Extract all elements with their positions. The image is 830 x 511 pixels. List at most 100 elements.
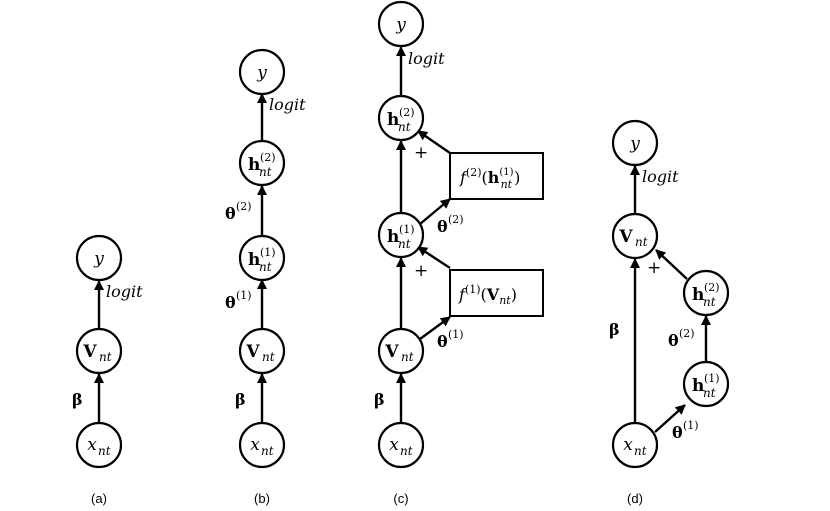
- node-y: y: [611, 119, 659, 167]
- diagram-b: y h (2) nt h (1) nt V nt x nt logit θ (2…: [225, 48, 306, 506]
- node-h1: h (1) nt: [238, 234, 286, 282]
- beta-label: β: [72, 390, 83, 409]
- theta2-label: θ (2): [437, 213, 464, 236]
- v-subscript: nt: [262, 350, 275, 364]
- diagram-c: y h (2) nt h (1) nt V nt x nt f(2)(h(1): [374, 0, 544, 506]
- node-x: x nt: [75, 421, 123, 469]
- svg-text:(1): (1): [683, 419, 699, 432]
- svg-text:(1): (1): [236, 289, 252, 302]
- h-label: h: [248, 250, 260, 270]
- h-superscript: (1): [704, 372, 720, 385]
- logit-label: logit: [106, 282, 143, 301]
- y-label: y: [93, 249, 104, 269]
- svg-text:f(2)(h(1)nt): f(2)(h(1)nt): [459, 166, 520, 191]
- svg-text:(1): (1): [448, 328, 464, 341]
- node-x: x nt: [611, 421, 659, 469]
- theta2-label: θ (2): [668, 327, 695, 350]
- beta-label: β: [235, 390, 246, 409]
- h-label: h: [387, 227, 399, 247]
- x-label: x: [389, 435, 399, 455]
- v-label: V: [245, 342, 260, 362]
- h-subscript: nt: [259, 260, 272, 274]
- node-h1: h (1) nt: [377, 211, 425, 259]
- f1-box: f(1)(Vnt): [449, 269, 544, 317]
- y-label: y: [256, 63, 267, 83]
- v-subscript: nt: [401, 350, 414, 364]
- svg-text:θ: θ: [437, 332, 448, 351]
- theta1-label: θ (1): [225, 289, 252, 312]
- svg-text:θ: θ: [672, 423, 683, 442]
- x-subscript: nt: [98, 444, 111, 458]
- x-label: x: [250, 435, 260, 455]
- h-superscript: (2): [704, 281, 720, 294]
- y-label: y: [629, 134, 640, 154]
- h-superscript: (1): [399, 223, 415, 236]
- h-subscript: nt: [398, 237, 411, 251]
- edge-v-to-f1: [419, 316, 451, 340]
- h-subscript: nt: [398, 120, 411, 134]
- diagram-d: y V nt h (2) nt h (1) nt x nt logit + β …: [609, 119, 730, 506]
- node-v: V nt: [611, 212, 659, 260]
- theta1-label: θ (1): [437, 328, 464, 351]
- beta-label: β: [374, 390, 385, 409]
- node-v: V nt: [377, 327, 425, 375]
- edge-f2-to-h2: [417, 130, 451, 154]
- edge-f1-to-h1: [417, 245, 451, 270]
- svg-text:(2): (2): [236, 200, 252, 213]
- v-subscript: nt: [635, 235, 648, 249]
- v-label: V: [618, 227, 633, 247]
- x-label: x: [87, 435, 97, 455]
- x-subscript: nt: [400, 444, 413, 458]
- v-subscript: nt: [99, 350, 112, 364]
- svg-text:θ: θ: [437, 217, 448, 236]
- edge-h2-to-v: [655, 249, 688, 280]
- h-subscript: nt: [703, 386, 716, 400]
- y-label: y: [395, 15, 406, 35]
- edge-x-to-h1: [654, 404, 686, 433]
- h-subscript: nt: [703, 295, 716, 309]
- plus-sign: +: [414, 143, 428, 163]
- caption-d: (d): [627, 491, 643, 506]
- node-y: y: [377, 0, 425, 48]
- svg-text:θ: θ: [668, 331, 679, 350]
- plus-sign: +: [414, 261, 428, 281]
- h-label: h: [387, 110, 399, 130]
- x-subscript: nt: [261, 444, 274, 458]
- x-subscript: nt: [634, 444, 647, 458]
- logit-label: logit: [408, 49, 445, 68]
- node-v: V nt: [238, 327, 286, 375]
- svg-text:(2): (2): [448, 213, 464, 226]
- h-subscript: nt: [259, 165, 272, 179]
- theta2-label: θ (2): [225, 200, 252, 223]
- h-superscript: (1): [260, 246, 276, 259]
- plus-sign: +: [647, 258, 661, 278]
- node-y: y: [238, 48, 286, 96]
- theta1-label: θ (1): [672, 419, 699, 442]
- f2-box: f(2)(h(1)nt): [449, 152, 544, 200]
- x-label: x: [623, 435, 633, 455]
- v-label: V: [384, 342, 399, 362]
- v-nt-label: V: [82, 342, 97, 362]
- logit-label: logit: [269, 95, 306, 114]
- caption-c: (c): [393, 491, 408, 506]
- logit-label: logit: [642, 167, 679, 186]
- node-h1: h (1) nt: [682, 360, 730, 408]
- svg-text:θ: θ: [225, 293, 236, 312]
- svg-text:(2): (2): [679, 327, 695, 340]
- node-x: x nt: [238, 421, 286, 469]
- beta-label: β: [609, 320, 620, 339]
- node-y: y: [75, 234, 123, 282]
- edge-h1-to-f2: [419, 198, 451, 225]
- node-v: V nt: [75, 327, 123, 375]
- node-h2: h (2) nt: [238, 139, 286, 187]
- h-label: h: [692, 285, 704, 305]
- node-h2: h (2) nt: [682, 269, 730, 317]
- diagram-a: y V nt x nt logit β (a): [72, 234, 143, 506]
- h-label: h: [692, 376, 704, 396]
- svg-text:θ: θ: [225, 204, 236, 223]
- node-x: x nt: [377, 421, 425, 469]
- h-superscript: (2): [260, 151, 276, 164]
- h-label: h: [248, 155, 260, 175]
